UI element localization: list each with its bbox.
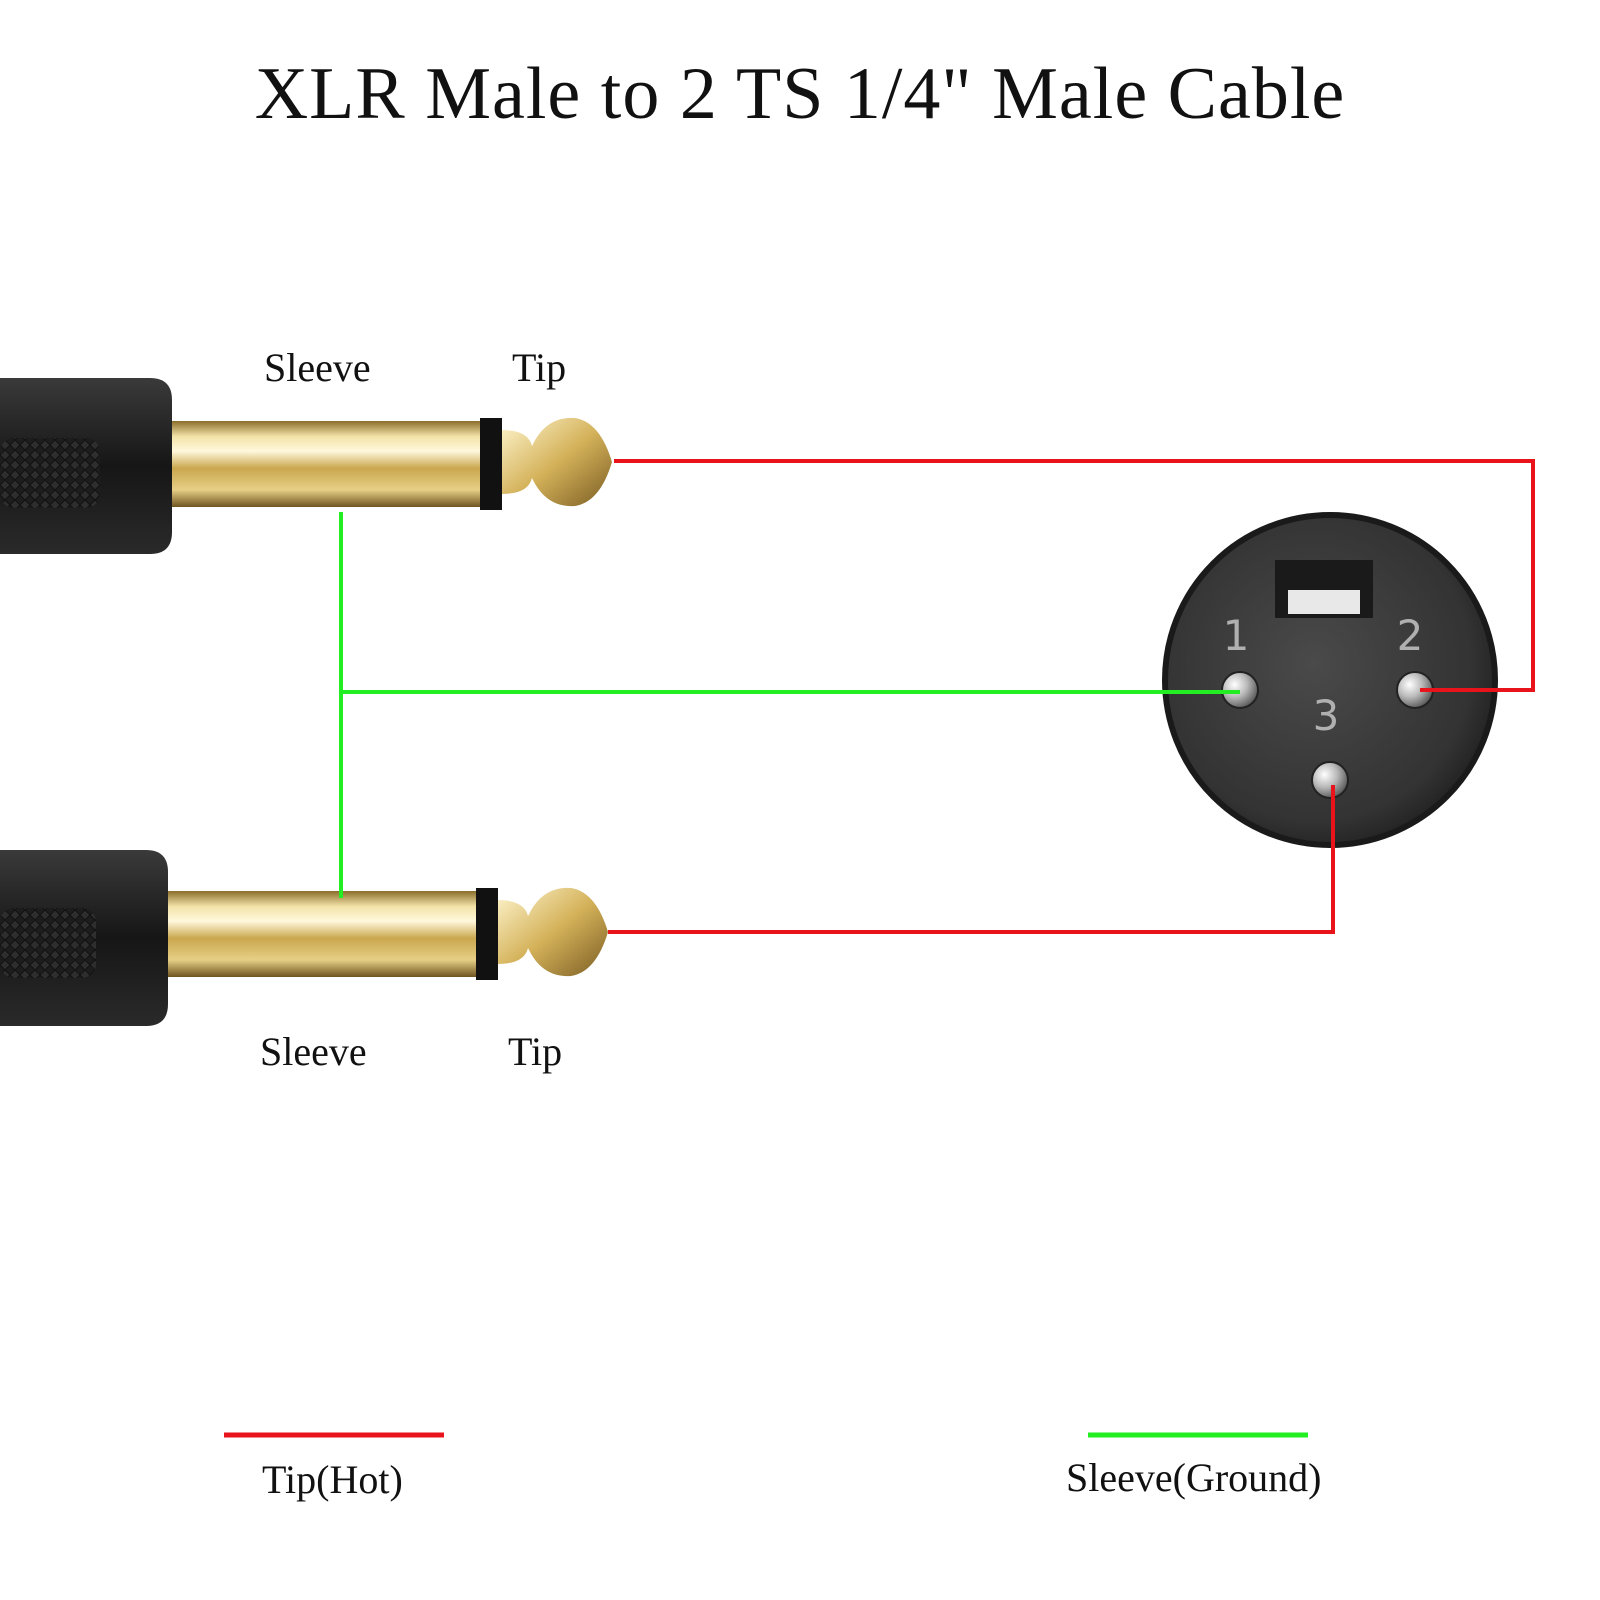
xlr-outer-shell xyxy=(1162,512,1498,848)
wire-hot-bottom-tip-to-pin-3 xyxy=(608,785,1335,934)
plug-grip-bottom xyxy=(0,908,96,978)
bottom-tip-label: Tip xyxy=(508,1029,563,1074)
ts-plug-bottom xyxy=(0,850,608,1026)
plug-grip-top xyxy=(0,438,100,508)
xlr-latch xyxy=(1288,590,1360,614)
xlr-pin-2-label: 2 xyxy=(1397,611,1424,660)
legend-ground-label: Sleeve(Ground) xyxy=(1066,1455,1322,1500)
plug-insulator-ring-top xyxy=(480,418,502,510)
legend-hot-label: Tip(Hot) xyxy=(262,1457,403,1502)
diagram-title: XLR Male to 2 TS 1/4" Male Cable xyxy=(254,53,1346,135)
bottom-sleeve-label: Sleeve xyxy=(260,1029,367,1074)
wire-hot-top-tip-to-pin-2 xyxy=(614,459,1535,692)
xlr-male-connector: 1 2 3 xyxy=(1162,512,1498,848)
plug-sleeve-shaft-bottom xyxy=(168,891,478,977)
ts-plug-top xyxy=(0,378,612,554)
plug-insulator-ring-bottom xyxy=(476,888,498,980)
top-tip-label: Tip xyxy=(512,345,567,390)
top-sleeve-label: Sleeve xyxy=(264,345,371,390)
xlr-pin-1-label: 1 xyxy=(1223,611,1250,660)
xlr-pin-3-label: 3 xyxy=(1313,691,1340,740)
plug-tip-top xyxy=(502,417,612,507)
plug-tip-bottom xyxy=(498,887,608,977)
xlr-pin-3 xyxy=(1311,761,1349,799)
plug-sleeve-shaft-top xyxy=(172,421,482,507)
